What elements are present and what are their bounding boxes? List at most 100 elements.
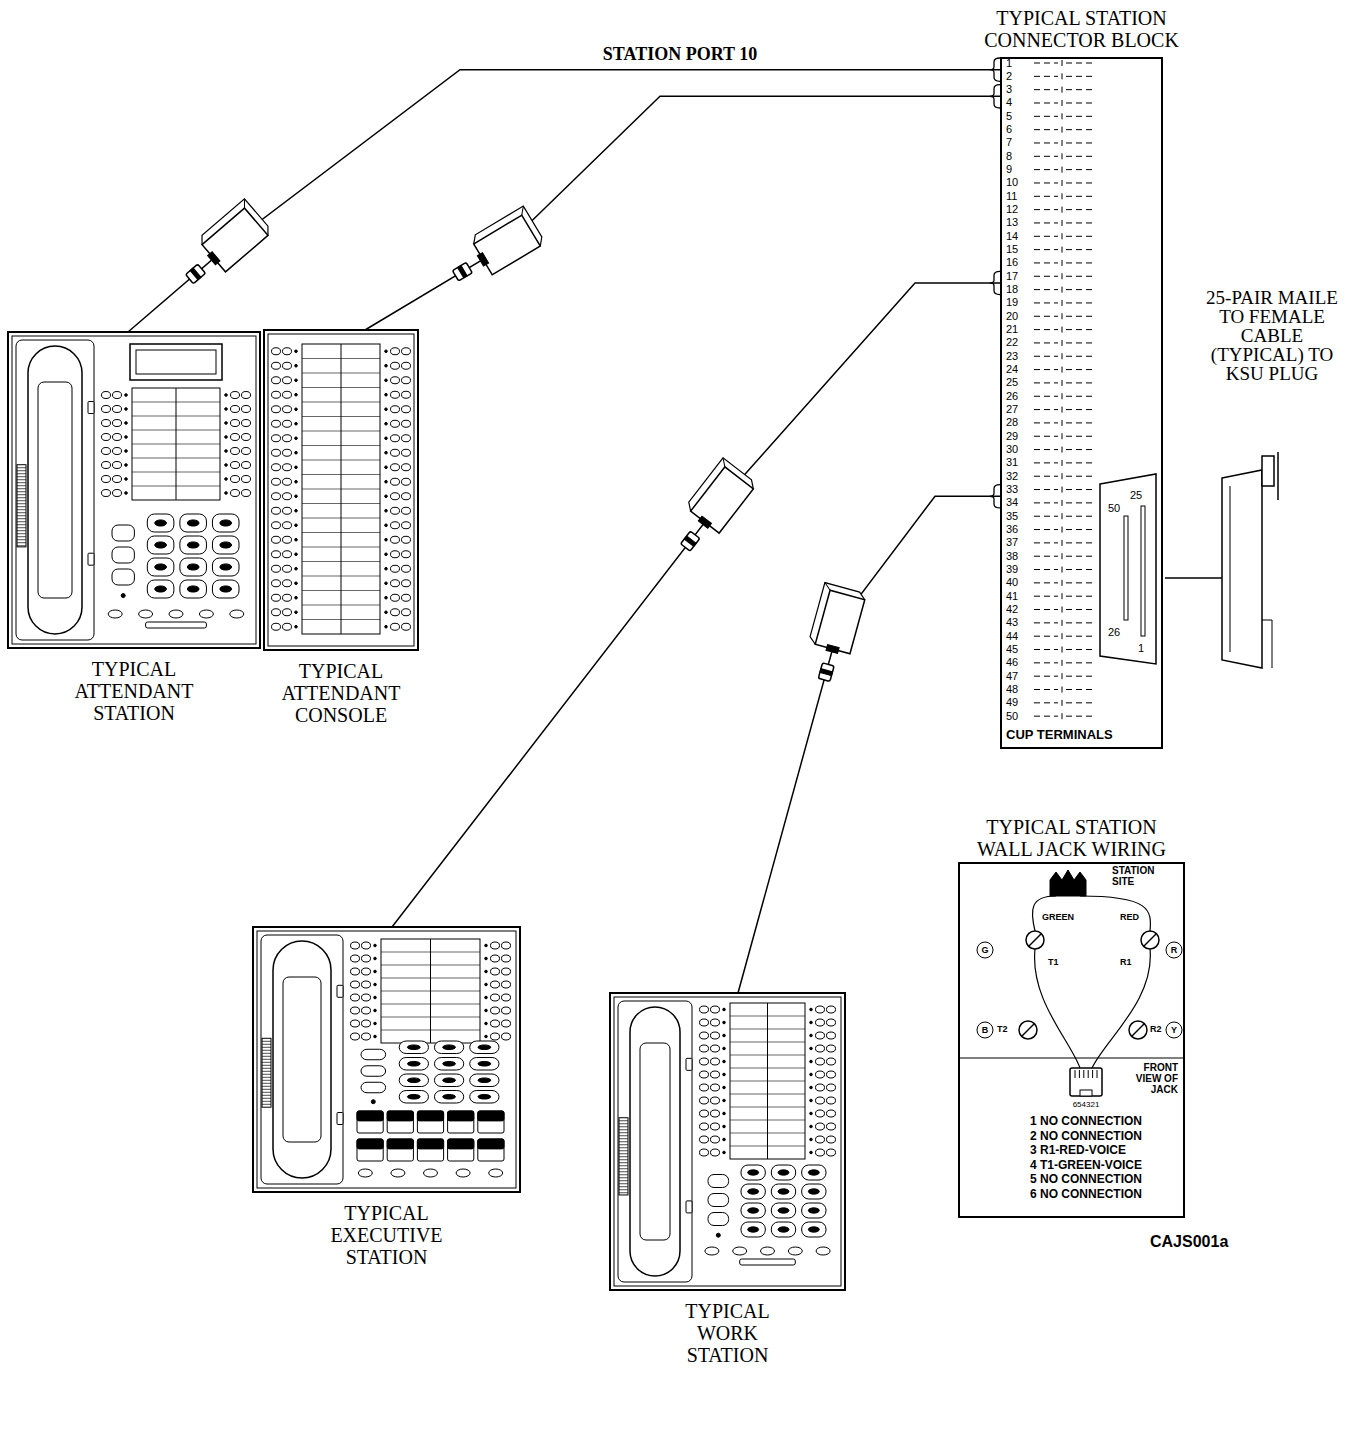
strip-line <box>730 1029 805 1030</box>
dial-key <box>399 1041 428 1054</box>
feature-key <box>417 1139 443 1161</box>
terminal-dash <box>1066 63 1092 64</box>
rib <box>619 1123 628 1124</box>
phone-bezel <box>614 997 841 1286</box>
ribbed-strip <box>17 465 26 547</box>
led <box>385 451 388 454</box>
line-button <box>391 449 400 456</box>
led <box>385 393 388 396</box>
line-button <box>391 464 400 471</box>
jack-pin <box>1097 1070 1098 1078</box>
attendant-station: TYPICAL ATTENDANT STATION <box>8 332 260 726</box>
pin-assignment: 1 NO CONNECTION <box>1030 1114 1178 1128</box>
terminal-dash <box>1066 662 1092 663</box>
block-note: CUP TERMINALS <box>1006 727 1113 743</box>
terminal-number: 42 <box>1006 603 1030 616</box>
cup-terminal <box>1062 180 1063 186</box>
wall-jack-box <box>195 199 272 274</box>
pin-number: 1 <box>1138 642 1148 655</box>
line-button <box>362 981 371 988</box>
key-mark <box>808 1227 819 1232</box>
cup-terminal <box>1062 660 1063 666</box>
rib <box>17 473 26 474</box>
dial-key <box>470 1058 499 1071</box>
feature-button <box>705 1247 719 1255</box>
led <box>295 451 298 454</box>
line-button <box>402 464 411 471</box>
cup-terminal <box>1062 513 1063 519</box>
line-button <box>272 348 281 355</box>
terminal-dash <box>1066 222 1092 223</box>
terminal-number: 20 <box>1006 310 1030 323</box>
line-button <box>283 478 292 485</box>
rib <box>262 1071 271 1072</box>
led <box>385 422 388 425</box>
key-mark <box>443 1061 456 1066</box>
terminal-dash <box>1066 716 1092 717</box>
strip-line <box>132 430 220 431</box>
feature-button <box>199 610 213 618</box>
pin-number: 25 <box>1130 489 1146 502</box>
terminal-dash <box>1066 356 1092 357</box>
line-button <box>711 1071 720 1078</box>
station-site-label: STATION SITE <box>1112 865 1176 887</box>
jack-box <box>474 215 541 275</box>
line-button <box>272 478 281 485</box>
led <box>374 983 377 986</box>
label-strip <box>132 388 220 500</box>
led <box>385 437 388 440</box>
line-button <box>700 1123 709 1130</box>
strip-line <box>302 387 380 388</box>
key-mark <box>220 564 232 570</box>
strip-line <box>381 1017 480 1018</box>
strip-line <box>302 532 380 533</box>
strip-line <box>730 1042 805 1043</box>
cup-terminal <box>1062 247 1063 253</box>
key-mark <box>443 1078 456 1083</box>
feature-key-band <box>478 1111 504 1121</box>
led <box>485 970 488 973</box>
jack-box-edge <box>823 583 831 591</box>
jack-pin <box>1088 1070 1089 1078</box>
rib <box>17 503 26 504</box>
cup-terminal <box>1062 487 1063 493</box>
pin-assignment: 5 NO CONNECTION <box>1030 1172 1178 1186</box>
jack-box-depth <box>197 199 272 272</box>
terminal-dash <box>1034 209 1058 210</box>
strip-line <box>730 1094 805 1095</box>
phone-body <box>253 927 520 1192</box>
rib <box>262 1053 271 1054</box>
terminal-number: 45 <box>1006 643 1030 656</box>
rib <box>619 1126 628 1127</box>
terminal-dash <box>1034 449 1058 450</box>
line-button <box>711 1045 720 1052</box>
led <box>295 364 298 367</box>
phone-bezel <box>12 336 256 644</box>
strip-line <box>730 1133 805 1134</box>
terminal-dash <box>1066 436 1092 437</box>
screw-letter-ring <box>1166 942 1182 958</box>
led <box>385 350 388 353</box>
plug-body <box>186 264 206 284</box>
terminal-name: R1 <box>1120 957 1136 968</box>
terminal-dash <box>1034 262 1058 263</box>
line-button <box>113 406 122 413</box>
terminal-number: 44 <box>1006 630 1030 643</box>
line-button <box>102 462 111 469</box>
dial-key <box>212 580 239 598</box>
rib <box>262 1080 271 1081</box>
terminal-bracket <box>990 271 1000 294</box>
line-button <box>502 968 511 975</box>
label-strip <box>302 344 380 634</box>
strip-line <box>132 416 220 417</box>
line-button <box>502 955 511 962</box>
rib <box>619 1174 628 1175</box>
led <box>295 553 298 556</box>
terminal-dash <box>1066 422 1092 423</box>
line-button <box>113 392 122 399</box>
line-button <box>700 1097 709 1104</box>
line-button <box>491 994 500 1001</box>
plug-tip <box>684 536 696 547</box>
jack-heading: TYPICAL STATION WALL JACK WIRING <box>964 816 1179 860</box>
led <box>723 1086 726 1089</box>
